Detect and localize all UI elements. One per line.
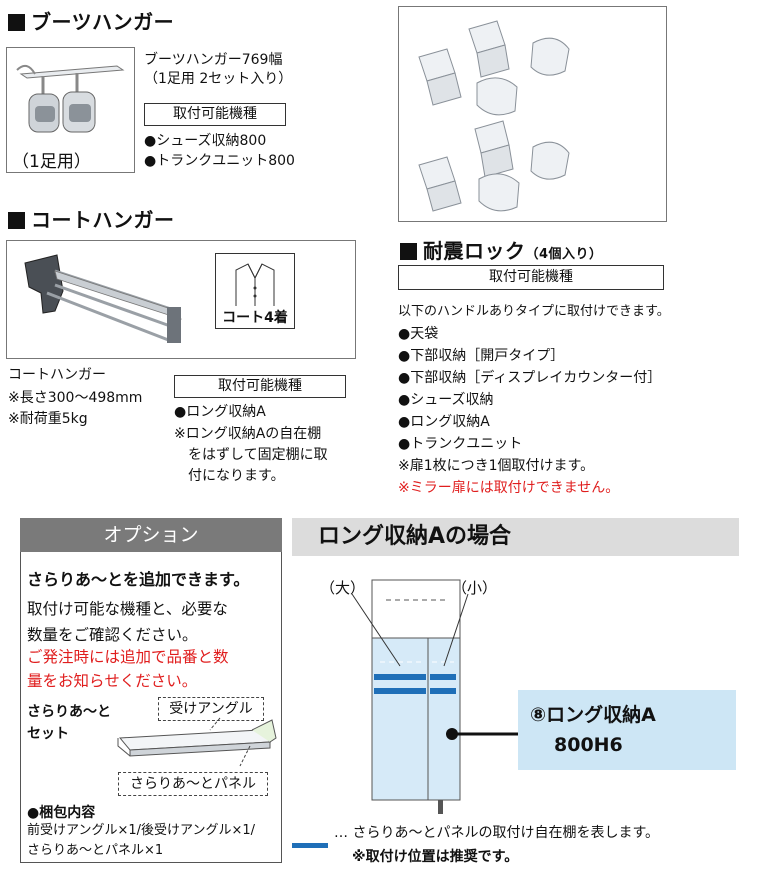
coat-hanger-image bbox=[6, 240, 356, 359]
boots-hanger-image bbox=[6, 47, 135, 173]
lock-model-5: ●ロング収納A bbox=[398, 414, 490, 430]
long-legend: … さらりあ～とパネルの取付け自在棚を表します。 bbox=[334, 825, 660, 841]
coat-spec-length: ※長さ300～498mm bbox=[8, 390, 143, 406]
option-header: オプション bbox=[20, 518, 282, 552]
legend-swatch bbox=[292, 843, 328, 848]
long-storage-diagram bbox=[351, 579, 518, 814]
coat-note-2: をはずして固定棚に取 bbox=[188, 447, 328, 463]
option-red-2: 量をお知らせください。 bbox=[27, 672, 198, 690]
option-contents-1: 前受けアングル×1/後受けアングル×1/ bbox=[27, 823, 256, 838]
option-contents-2: さらりあ～とパネル×1 bbox=[27, 843, 164, 858]
lock-image bbox=[398, 6, 667, 222]
boots-compat-label: 取付可能機種 bbox=[144, 103, 286, 126]
option-panel-illustration bbox=[117, 717, 277, 767]
long-large-label: （大） bbox=[320, 579, 366, 597]
coat-model: ●ロング収納A bbox=[174, 404, 266, 420]
lock-model-2: ●下部収納［開戸タイプ］ bbox=[398, 348, 565, 364]
coat-heading: コートハンガー bbox=[8, 204, 175, 233]
boots-product-name: ブーツハンガー769幅 bbox=[144, 52, 283, 68]
boots-caption: （1足用） bbox=[12, 152, 91, 172]
option-contents-title: ●梱包内容 bbox=[27, 805, 96, 821]
coat-spec-load: ※耐荷重5kg bbox=[8, 411, 88, 427]
square-bullet-icon bbox=[400, 243, 417, 260]
coat-compat-label: 取付可能機種 bbox=[174, 375, 346, 398]
lock-note: ※扉1枚につき1個取付けます。 bbox=[398, 458, 595, 474]
lock-intro: 以下のハンドルありタイプに取付けできます。 bbox=[398, 304, 670, 319]
lock-warning: ※ミラー扉には取付けできません。 bbox=[398, 480, 620, 496]
lock-parts-illustration bbox=[418, 20, 570, 212]
coat-icon bbox=[235, 263, 275, 306]
lock-model-4: ●シューズ収納 bbox=[398, 392, 494, 408]
option-body-1: 取付け可能な機種と、必要な bbox=[27, 600, 228, 618]
coat-note-1: ※ロング収納Aの自在棚 bbox=[174, 426, 322, 442]
coat-note-3: 付になります。 bbox=[188, 468, 285, 484]
square-bullet-icon bbox=[8, 212, 25, 229]
option-set-label-2: セット bbox=[27, 726, 69, 742]
boots-model-1: ●シューズ収納800 bbox=[144, 133, 267, 149]
boots-product-qty: （1足用 2セット入り） bbox=[144, 71, 293, 87]
long-small-label: （小） bbox=[452, 579, 498, 597]
lock-compat-label: 取付可能機種 bbox=[398, 265, 664, 290]
long-product-label-box bbox=[518, 690, 736, 770]
option-red-1: ご発注時には追加で品番と数 bbox=[27, 648, 229, 666]
option-panel-label: さらりあ～とパネル bbox=[118, 772, 268, 796]
coat-hanger-illustration bbox=[24, 254, 182, 343]
lock-model-1: ●天袋 bbox=[398, 326, 439, 342]
long-header: ロング収納Aの場合 bbox=[292, 518, 739, 556]
coat-badge: コート4着 bbox=[222, 310, 288, 326]
lock-model-3: ●下部収納［ディスプレイカウンター付］ bbox=[398, 370, 662, 386]
long-legend-note: ※取付け位置は推奨です。 bbox=[352, 849, 519, 865]
square-bullet-icon bbox=[8, 14, 25, 31]
lock-heading: 耐震ロック（4個入り） bbox=[400, 235, 603, 264]
boots-heading: ブーツハンガー bbox=[8, 6, 174, 35]
boots-model-2: ●トランクユニット800 bbox=[144, 153, 295, 169]
coat-name: コートハンガー bbox=[8, 367, 106, 383]
boots-hanger-illustration bbox=[16, 64, 125, 133]
option-body-2: 数量をご確認ください。 bbox=[27, 626, 198, 644]
long-product-code: 800H6 bbox=[554, 734, 623, 756]
option-title: さらりあ～とを追加できます。 bbox=[27, 570, 250, 589]
lock-model-6: ●トランクユニット bbox=[398, 436, 523, 452]
coat-badge-box bbox=[215, 253, 295, 329]
option-angle-label: 受けアングル bbox=[158, 697, 264, 721]
option-set-label-1: さらりあ～と bbox=[27, 704, 111, 720]
long-product-name: ⑧ロング収納A bbox=[530, 704, 656, 726]
